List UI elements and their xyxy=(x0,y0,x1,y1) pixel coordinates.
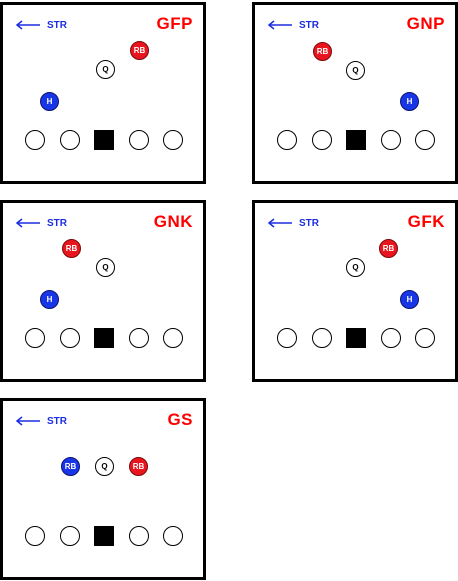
lineman-circle xyxy=(129,130,149,150)
formation-board-gfp: STR GFP RB Q H xyxy=(0,2,206,184)
player-quarterback: Q xyxy=(346,258,365,277)
arrow-left-icon xyxy=(267,20,292,30)
lineman-circle xyxy=(60,328,80,348)
player-running-back: RB xyxy=(379,239,398,258)
lineman-circle xyxy=(60,526,80,546)
strength-indicator: STR xyxy=(15,215,67,231)
formation-board-gnp: STR GNP RB Q H xyxy=(252,2,458,184)
lineman-circle xyxy=(60,130,80,150)
formation-code: GFK xyxy=(407,212,445,231)
lineman-circle xyxy=(277,130,297,150)
lineman-circle xyxy=(25,328,45,348)
strength-label: STR xyxy=(299,19,319,31)
lineman-circle xyxy=(163,130,183,150)
lineman-circle xyxy=(415,328,435,348)
lineman-circle xyxy=(312,130,332,150)
strength-indicator: STR xyxy=(267,215,319,231)
center-square xyxy=(94,130,114,150)
formation-code: GNK xyxy=(153,212,193,231)
player-quarterback: Q xyxy=(96,258,115,277)
formation-board-gs: STR GS RB Q RB xyxy=(0,398,206,580)
strength-indicator: STR xyxy=(267,17,319,33)
player-h-back: H xyxy=(40,92,59,111)
formation-code: GNP xyxy=(406,14,445,33)
player-running-back: RB xyxy=(130,41,149,60)
lineman-circle xyxy=(381,328,401,348)
player-running-back: RB xyxy=(62,239,81,258)
formation-board-gfk: STR GFK RB Q H xyxy=(252,200,458,382)
center-square xyxy=(346,328,366,348)
player-running-back-left: RB xyxy=(61,457,80,476)
lineman-circle xyxy=(381,130,401,150)
player-quarterback: Q xyxy=(346,61,365,80)
lineman-circle xyxy=(129,328,149,348)
lineman-circle xyxy=(25,130,45,150)
strength-indicator: STR xyxy=(15,413,67,429)
lineman-circle xyxy=(129,526,149,546)
arrow-left-icon xyxy=(267,218,292,228)
strength-label: STR xyxy=(47,217,67,229)
player-quarterback: Q xyxy=(96,60,115,79)
strength-label: STR xyxy=(299,217,319,229)
player-h-back: H xyxy=(400,92,419,111)
lineman-circle xyxy=(415,130,435,150)
player-running-back-right: RB xyxy=(129,457,148,476)
player-h-back: H xyxy=(40,290,59,309)
lineman-circle xyxy=(25,526,45,546)
arrow-left-icon xyxy=(15,416,40,426)
strength-indicator: STR xyxy=(15,17,67,33)
center-square xyxy=(94,328,114,348)
strength-label: STR xyxy=(47,415,67,427)
player-quarterback: Q xyxy=(95,457,114,476)
center-square xyxy=(94,526,114,546)
player-running-back: RB xyxy=(313,42,332,61)
formation-code: GFP xyxy=(156,14,193,33)
formation-code: GS xyxy=(167,410,193,429)
lineman-circle xyxy=(277,328,297,348)
lineman-circle xyxy=(312,328,332,348)
arrow-left-icon xyxy=(15,20,40,30)
arrow-left-icon xyxy=(15,218,40,228)
center-square xyxy=(346,130,366,150)
formation-board-gnk: STR GNK RB Q H xyxy=(0,200,206,382)
lineman-circle xyxy=(163,328,183,348)
strength-label: STR xyxy=(47,19,67,31)
player-h-back: H xyxy=(400,290,419,309)
lineman-circle xyxy=(163,526,183,546)
